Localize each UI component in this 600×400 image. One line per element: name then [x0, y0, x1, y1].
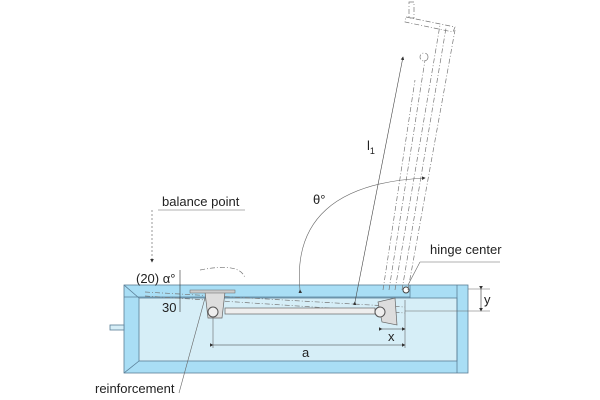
open-lid [199, 1, 456, 291]
theta-label: θ° [313, 192, 325, 207]
dimensions [150, 56, 500, 394]
y-label: y [484, 292, 491, 307]
a-label: a [302, 345, 310, 360]
side-handle [109, 324, 125, 331]
balance-point-label: balance point [162, 194, 240, 209]
x-label: x [388, 329, 395, 344]
reinforcement-label: reinforcement [95, 381, 175, 396]
thirty-label: 30 [162, 300, 176, 315]
l1-label: l1 [367, 138, 375, 156]
cabinet-box [109, 284, 469, 374]
hinge-center-label: hinge center [430, 242, 502, 257]
reinforcement-plate [189, 289, 236, 294]
alpha-label: (20) α° [136, 271, 175, 286]
